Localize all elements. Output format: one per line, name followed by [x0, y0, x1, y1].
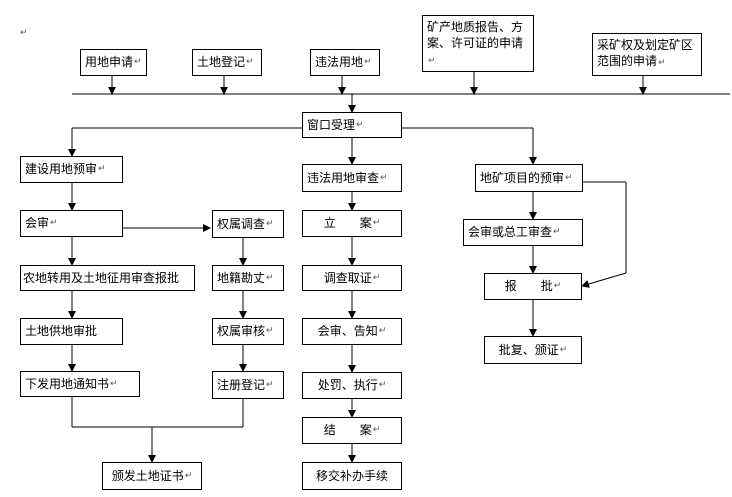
- window-acceptance-label: 窗口受理: [307, 117, 356, 132]
- farmland-conversion-box: 农地转用及土地征用审查报批: [20, 265, 195, 291]
- review-notify-label: 会审、告知: [317, 324, 378, 338]
- issue-certificate-label: 颁发土地证书: [111, 468, 184, 483]
- land-application-box: 用地申请↵: [80, 49, 147, 76]
- investigation-label: 调查取证: [323, 270, 372, 285]
- paragraph-mark: ↵: [428, 56, 436, 66]
- mineral-prereview-label: 地矿项目的预审: [480, 170, 565, 185]
- paragraph-mark: ↵: [134, 57, 142, 67]
- ownership-review-box: 权属审核↵: [212, 318, 284, 345]
- ownership-survey-label: 权属调查: [217, 216, 266, 231]
- illegal-land-review-label: 违法用地审查: [307, 170, 380, 185]
- paragraph-mark: ↵: [50, 218, 58, 228]
- approve-certify-label: 批复、颁证: [498, 342, 559, 357]
- paragraph-mark: ↵: [246, 57, 254, 67]
- land-supply-approval-box: 土地供地审批: [20, 318, 123, 345]
- ownership-survey-box: 权属调查↵: [212, 210, 284, 238]
- penalty-execution-box: 处罚、执行↵: [302, 372, 402, 399]
- construction-prereview-box: 建设用地预审↵: [20, 156, 123, 183]
- close-case-box: 结 案↵: [302, 417, 402, 444]
- approve-certify-box: 批复、颁证↵: [484, 336, 582, 364]
- close-case-label: 结 案: [323, 423, 372, 437]
- report-approval-box: 报 批↵: [484, 273, 582, 300]
- paragraph-mark: ↵: [559, 344, 568, 355]
- paragraph-mark: ↵: [565, 172, 573, 183]
- issue-land-notice-label: 下发用地通知书: [25, 376, 110, 391]
- paragraph-mark: ↵: [110, 378, 118, 389]
- chief-engineer-review-box: 会审或总工审查↵: [463, 219, 583, 246]
- registration-box: 注册登记↵: [212, 371, 284, 399]
- mineral-report-box: 矿产地质报告、方案、许可证的申请 ↵: [422, 15, 534, 72]
- land-supply-approval-label: 土地供地审批: [25, 324, 98, 338]
- paragraph-mark: ↵: [266, 218, 274, 229]
- joint-review-box: 会审↵: [20, 210, 123, 237]
- investigation-box: 调查取证↵: [302, 265, 402, 291]
- transfer-supplement-label: 移交补办手续: [315, 468, 388, 483]
- mineral-report-label: 矿产地质报告、方案、许可证的申请: [427, 20, 524, 50]
- land-application-label: 用地申请: [85, 55, 134, 69]
- paragraph-mark: ↵: [184, 470, 193, 481]
- mining-right-box: 采矿权及划定矿区范围的申请↵: [592, 33, 702, 76]
- review-notify-box: 会审、告知↵: [302, 318, 402, 345]
- cadastral-survey-label: 地籍勘丈: [217, 270, 266, 285]
- ownership-review-label: 权属审核: [217, 324, 266, 338]
- connector-line: [581, 272, 627, 288]
- construction-prereview-label: 建设用地预审: [25, 162, 98, 176]
- report-approval-label: 报 批: [504, 279, 553, 293]
- paragraph-mark: ↵: [553, 281, 562, 291]
- paragraph-mark: ↵: [378, 326, 387, 336]
- illegal-land-label: 违法用地: [315, 55, 364, 69]
- registration-label: 注册登记: [217, 377, 266, 392]
- illegal-land-review-box: 违法用地审查↵: [302, 164, 402, 192]
- paragraph-mark: ↵: [372, 425, 381, 435]
- paragraph-mark: ↵: [266, 379, 274, 390]
- file-case-box: 立 案↵: [302, 210, 402, 237]
- paragraph-mark: ↵: [364, 57, 372, 67]
- file-case-label: 立 案: [323, 216, 372, 230]
- paragraph-mark: ↵: [356, 119, 364, 130]
- farmland-conversion-label: 农地转用及土地征用审查报批: [23, 270, 180, 285]
- transfer-supplement-box: 移交补办手续: [302, 462, 402, 490]
- paragraph-mark: ↵: [372, 272, 381, 283]
- mineral-prereview-box: 地矿项目的预审↵: [475, 164, 583, 192]
- land-registration-label: 土地登记: [197, 55, 246, 69]
- paragraph-mark: ↵: [266, 326, 274, 336]
- chief-engineer-review-label: 会审或总工审查: [468, 225, 553, 239]
- illegal-land-box: 违法用地↵: [310, 49, 380, 76]
- window-acceptance-box: 窗口受理↵: [302, 112, 402, 138]
- paragraph-mark: ↵: [380, 172, 388, 183]
- paragraph-mark: ↵: [372, 218, 381, 228]
- joint-review-label: 会审: [25, 216, 50, 230]
- mining-right-label: 采矿权及划定矿区范围的申请: [597, 38, 694, 68]
- paragraph-mark: ↵: [20, 28, 28, 38]
- issue-certificate-box: 颁发土地证书↵: [102, 462, 202, 490]
- issue-land-notice-box: 下发用地通知书↵: [20, 371, 140, 397]
- paragraph-mark: ↵: [378, 380, 387, 390]
- paragraph-mark: ↵: [658, 58, 666, 68]
- paragraph-mark: ↵: [98, 164, 106, 174]
- paragraph-mark: ↵: [266, 272, 274, 283]
- paragraph-mark: ↵: [553, 227, 561, 237]
- penalty-execution-label: 处罚、执行: [317, 378, 378, 392]
- cadastral-survey-box: 地籍勘丈↵: [212, 265, 284, 291]
- land-registration-box: 土地登记↵: [192, 49, 262, 76]
